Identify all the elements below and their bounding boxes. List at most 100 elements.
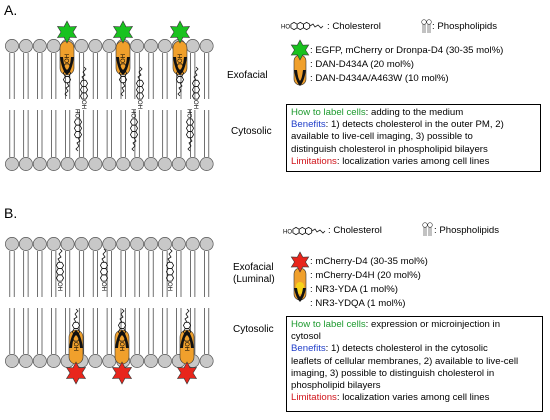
benefits-text-b-1: : 1) detects cholesterol in the cytosoli… — [325, 343, 488, 355]
probe-star — [169, 20, 191, 44]
how-text-b-1: : expression or microinjection in — [365, 319, 501, 330]
headgroup-outer — [199, 39, 214, 53]
benefits-label-a: Benefits — [291, 119, 326, 131]
headgroup-outer — [185, 237, 200, 251]
headgroup-inner — [74, 157, 89, 171]
hydroxyl-label: HO — [59, 282, 65, 291]
sterol-tail — [309, 23, 324, 29]
info-box-a: How to label cells: adding to the medium… — [286, 104, 541, 172]
headgroup-outer — [74, 39, 89, 53]
sterol-tail — [101, 248, 107, 263]
headgroup-outer — [144, 237, 158, 251]
cholesterol-molecule: HO — [185, 109, 195, 152]
sterol-ring — [185, 124, 195, 132]
legend-a-phospholipids-label: : Phospholipids — [432, 21, 498, 32]
headgroup-inner — [130, 354, 145, 368]
cholesterol-molecule: HO — [191, 66, 201, 109]
sterol-ring — [71, 321, 81, 329]
probe-binding-domain — [116, 57, 130, 75]
sterol-ring — [135, 92, 145, 100]
hydroxyl-label: HO — [63, 54, 69, 63]
benefits-text-b-2: leaflets of cellular membranes, 2) avail… — [291, 355, 519, 367]
sterol-ring — [55, 274, 65, 282]
headgroup-outer — [32, 237, 47, 251]
sterol-ring — [305, 226, 313, 236]
headgroup-inner — [32, 157, 47, 171]
headgroup-outer — [5, 39, 19, 53]
headgroup-inner — [18, 354, 33, 368]
probe-binding-domain — [173, 57, 187, 75]
info-box-b: How to label cells: expression or microi… — [286, 316, 543, 412]
sterol-ring — [296, 21, 304, 31]
headgroup-outer — [88, 237, 103, 251]
sterol-ring — [62, 76, 72, 84]
sterol-tail — [57, 248, 63, 263]
probe-binding-domain — [180, 330, 194, 348]
probe-star — [176, 361, 198, 385]
headgroup-inner — [46, 157, 61, 171]
headgroup-inner — [102, 354, 117, 368]
legend-b-phospholipids-label: : Phospholipids — [434, 225, 500, 236]
sterol-ring — [117, 321, 127, 329]
headgroup-outer — [5, 237, 19, 251]
headgroup-outer — [185, 39, 200, 53]
legend-b-probe-orange-label: : mCherry-D4H (20 mol%) — [310, 270, 421, 281]
how-label-b: How to label cells — [291, 319, 366, 330]
sterol-ring — [165, 261, 175, 269]
hydroxyl-label: HO — [283, 230, 292, 236]
probe: HO — [111, 308, 133, 385]
limitations-label-b: Limitations — [291, 392, 337, 404]
benefits-label-b: Benefits — [291, 343, 326, 355]
sterol-tail — [177, 82, 183, 97]
sterol-ring — [182, 321, 192, 329]
probe: HO — [176, 308, 198, 385]
sterol-ring — [118, 76, 128, 84]
sterol-ring — [135, 79, 145, 87]
how-text-b-2: cytosol — [291, 331, 321, 343]
legend-b-probe-yellow-label: : NR3-YDA (1 mol%) — [310, 284, 398, 295]
sterol-tail — [75, 137, 81, 152]
benefits-text-b-3: imaging, 3) possible to distinguish chol… — [291, 367, 495, 379]
sterol-ring — [135, 86, 145, 94]
sterol-tail — [187, 137, 193, 152]
side-b-luminal: (Luminal) — [233, 274, 275, 285]
headgroup-inner — [46, 354, 61, 368]
legend-probe-domain — [294, 70, 306, 86]
sterol-ring — [290, 21, 298, 31]
sterol-ring — [73, 124, 83, 132]
legend-a-probe-black-label: : DAN-D434A/A463W (10 mol%) — [310, 73, 449, 84]
side-b-cytosolic: Cytosolic — [233, 324, 274, 335]
sterol-ring — [191, 92, 201, 100]
cholesterol-molecule: HO — [283, 226, 326, 236]
headgroup-outer — [18, 237, 33, 251]
sterol-ring — [129, 118, 139, 126]
headgroup-outer — [102, 237, 117, 251]
headgroup-outer — [157, 39, 172, 53]
headgroup-inner — [5, 354, 19, 368]
legend-probe-star — [290, 251, 310, 273]
headgroup-outer — [46, 237, 61, 251]
side-a-cytosolic: Cytosolic — [231, 126, 272, 137]
legend-probe-star — [290, 39, 310, 61]
headgroup-inner — [102, 157, 117, 171]
legend-a-probe-orange-label: : DAN-D434A (20 mol%) — [310, 59, 414, 70]
headgroup-outer — [60, 237, 75, 251]
sterol-ring — [99, 274, 109, 282]
sterol-tail — [311, 228, 326, 234]
headgroup-inner — [171, 157, 186, 171]
headgroup-inner — [32, 354, 47, 368]
sterol-ring — [165, 274, 175, 282]
probe: HO — [112, 20, 134, 97]
hydroxyl-label: HO — [119, 54, 125, 63]
panel-b-label: B. — [4, 205, 18, 221]
probe: HO — [65, 308, 87, 385]
sterol-ring — [292, 226, 300, 236]
probe-binding-domain — [69, 330, 83, 348]
hydroxyl-label: HO — [169, 282, 175, 291]
headgroup-outer — [88, 39, 103, 53]
cholesterol-molecule: HO — [135, 66, 145, 109]
benefits-text-b-4: phospholipid bilayers — [291, 380, 381, 392]
